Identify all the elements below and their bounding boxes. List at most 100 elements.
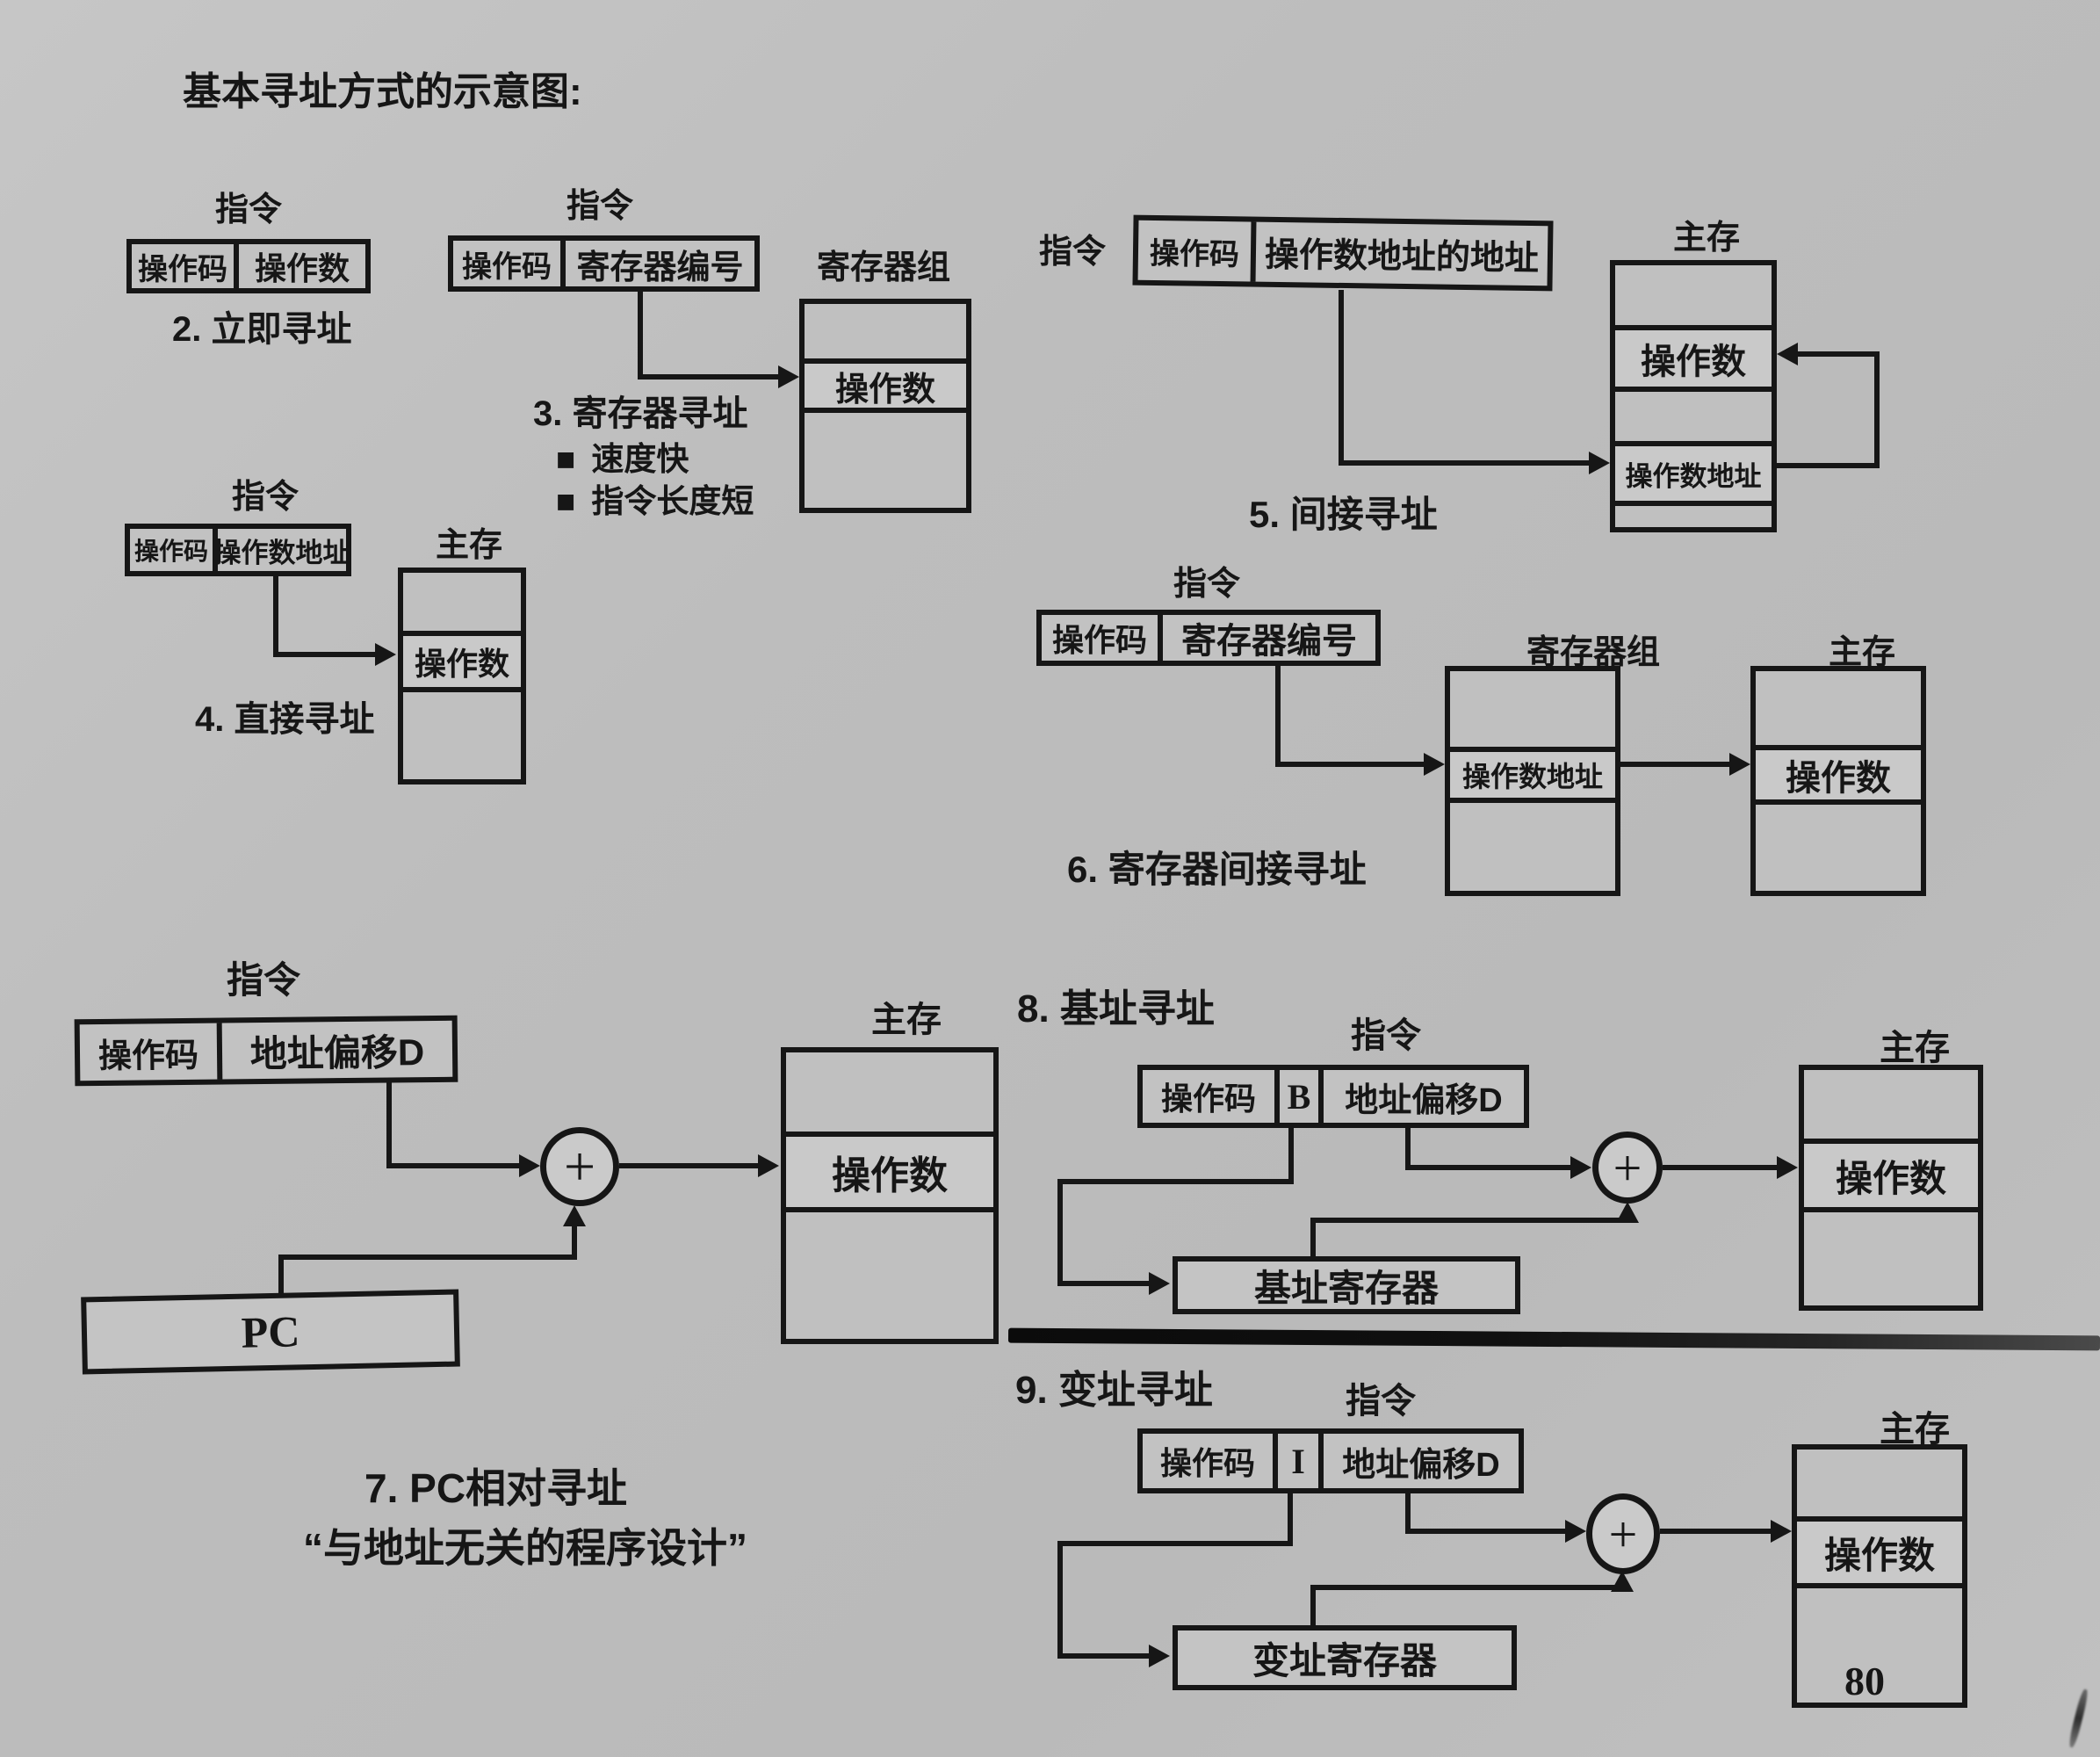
arrow-up-icon bbox=[1616, 1202, 1639, 1223]
connector-line bbox=[1339, 290, 1344, 466]
arrow-right-icon bbox=[519, 1154, 540, 1177]
caption: 8. 基址寻址 bbox=[1017, 987, 1215, 1030]
address-offset-field: 地址偏移D bbox=[1318, 1070, 1524, 1123]
operand-row: 操作数 bbox=[786, 1132, 993, 1207]
instruction-label: 指令 bbox=[1351, 1016, 1421, 1055]
memory-row-empty bbox=[403, 573, 521, 631]
caption: 7. PC相对寻址 bbox=[364, 1465, 628, 1511]
connector-line bbox=[619, 1163, 760, 1168]
connector-line bbox=[1288, 1126, 1294, 1184]
arrow-right-icon bbox=[1570, 1156, 1591, 1179]
connector-line bbox=[638, 374, 782, 380]
register-file-box: 操作数 bbox=[799, 299, 971, 513]
main-memory-box: 操作数 bbox=[1799, 1065, 1983, 1311]
instruction-label: 指令 bbox=[232, 479, 299, 516]
connector-line bbox=[1405, 1126, 1411, 1168]
memory-row-empty bbox=[1804, 1207, 1978, 1305]
memory-row-empty bbox=[1797, 1583, 1962, 1703]
pc-register-box: PC bbox=[81, 1289, 460, 1375]
scan-artifact bbox=[2067, 1688, 2090, 1749]
arrow-right-icon bbox=[1149, 1645, 1170, 1667]
connector-line bbox=[1057, 1179, 1063, 1286]
opcode-field: 操作码 bbox=[138, 252, 227, 286]
memory-row-empty bbox=[1756, 799, 1921, 891]
memory-row-empty bbox=[1450, 798, 1615, 891]
connector-line bbox=[1310, 1218, 1627, 1223]
arrow-right-icon bbox=[1777, 1156, 1798, 1179]
connector-line bbox=[1874, 351, 1880, 468]
instruction-box: 操作码 I 地址偏移D bbox=[1137, 1428, 1524, 1493]
page-number: 80 bbox=[1844, 1659, 1885, 1703]
plus-icon: + bbox=[563, 1135, 596, 1197]
connector-line bbox=[1057, 1653, 1151, 1659]
operand-row: 操作数 bbox=[1615, 325, 1772, 387]
arrow-right-icon bbox=[778, 365, 799, 388]
bullet-text: 速度快 bbox=[591, 441, 689, 477]
operand-address-of-address-field: 操作数地址的地址 bbox=[1250, 221, 1548, 286]
adder-circle: + bbox=[540, 1127, 619, 1206]
main-memory-label: 主存 bbox=[1880, 1029, 1950, 1067]
instruction-box: 操作码 操作数地址的地址 bbox=[1132, 214, 1554, 292]
main-memory-box: 操作数 bbox=[1792, 1444, 1967, 1708]
connector-line bbox=[638, 290, 643, 380]
memory-row-empty bbox=[1615, 265, 1772, 325]
index-flag-field: I bbox=[1273, 1434, 1318, 1488]
adder-circle: + bbox=[1586, 1493, 1660, 1574]
main-memory-box: 操作数 bbox=[1750, 666, 1926, 896]
connector-line bbox=[1275, 762, 1425, 767]
connector-line bbox=[1620, 762, 1729, 767]
connector-line bbox=[1057, 1281, 1151, 1286]
adder-circle: + bbox=[1592, 1132, 1663, 1204]
opcode-field: 操作码 bbox=[97, 1037, 199, 1075]
connector-line bbox=[278, 1254, 577, 1260]
section-divider bbox=[1007, 1327, 2100, 1351]
arrow-up-icon bbox=[1611, 1571, 1634, 1592]
opcode-field: 操作码 bbox=[1051, 622, 1147, 658]
caption: 3. 寄存器寻址 bbox=[533, 394, 748, 433]
connector-line bbox=[1057, 1541, 1063, 1659]
register-file-label: 寄存器组 bbox=[817, 249, 951, 286]
main-memory-box: 操作数 操作数地址 bbox=[1610, 260, 1777, 532]
connector-line bbox=[1310, 1585, 1625, 1590]
memory-row-empty bbox=[1615, 387, 1772, 441]
arrow-right-icon bbox=[1771, 1520, 1792, 1543]
connector-line bbox=[386, 1082, 392, 1168]
plus-icon: + bbox=[1608, 1505, 1638, 1563]
operand-address-row: 操作数地址 bbox=[1615, 441, 1772, 501]
arrow-right-icon bbox=[1424, 753, 1445, 776]
memory-row-empty bbox=[786, 1207, 993, 1339]
connector-line bbox=[273, 652, 377, 657]
caption: 2. 立即寻址 bbox=[172, 310, 352, 349]
register-file-label: 寄存器组 bbox=[1526, 634, 1661, 671]
arrow-right-icon bbox=[1589, 452, 1610, 474]
instruction-box: 操作码 寄存器编号 bbox=[1036, 610, 1381, 666]
connector-line bbox=[386, 1163, 520, 1168]
connector-line bbox=[1288, 1490, 1293, 1546]
instruction-label: 指令 bbox=[1039, 234, 1107, 271]
base-flag-field: B bbox=[1274, 1070, 1318, 1123]
operand-field: 操作数 bbox=[234, 244, 365, 288]
instruction-label: 指令 bbox=[227, 959, 301, 1001]
plus-icon: + bbox=[1613, 1139, 1642, 1197]
memory-row-empty bbox=[1615, 501, 1772, 527]
instruction-label: 指令 bbox=[215, 192, 283, 228]
instruction-label: 指令 bbox=[1173, 566, 1241, 603]
main-memory-box: 操作数 bbox=[398, 568, 526, 785]
operand-address-row: 操作数地址 bbox=[1450, 747, 1615, 798]
main-memory-label: 主存 bbox=[1673, 220, 1741, 257]
connector-line bbox=[1777, 463, 1880, 468]
connector-line bbox=[1310, 1585, 1316, 1627]
opcode-field: 操作码 bbox=[1159, 1445, 1255, 1481]
opcode-field: 操作码 bbox=[1149, 236, 1240, 271]
connector-line bbox=[1797, 351, 1880, 357]
memory-row-empty bbox=[1804, 1070, 1978, 1139]
main-memory-label: 主存 bbox=[436, 527, 503, 564]
instruction-label: 指令 bbox=[1346, 1382, 1416, 1421]
bullet-text: 指令长度短 bbox=[591, 483, 754, 519]
opcode-field: 操作码 bbox=[134, 538, 208, 565]
main-memory-label: 主存 bbox=[871, 1001, 942, 1039]
opcode-field: 操作码 bbox=[462, 249, 552, 284]
connector-line bbox=[1339, 460, 1591, 466]
register-file-box: 操作数地址 bbox=[1445, 666, 1620, 896]
